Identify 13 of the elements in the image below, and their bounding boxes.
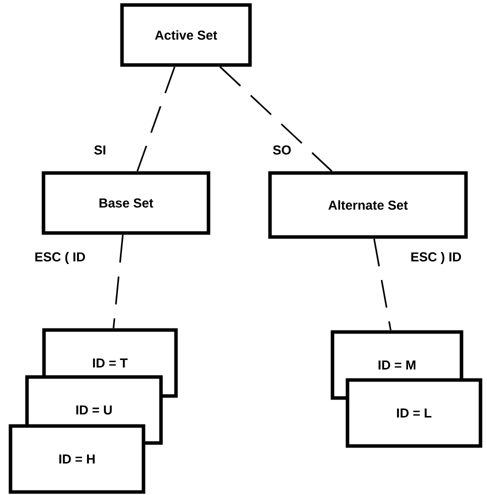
edge-label: SO [273, 145, 291, 155]
edge-label: SI [94, 145, 106, 155]
set-box: ID = L [346, 378, 482, 448]
connector-line [219, 66, 332, 172]
edge-label: ESC ) ID [411, 252, 461, 264]
set-box: Alternate Set [268, 171, 468, 239]
set-box: Active Set [120, 3, 252, 67]
set-box: ID = H [8, 424, 146, 494]
connector-line [373, 238, 392, 330]
edge-label: ESC ( ID [35, 252, 85, 264]
connector-line [112, 234, 124, 328]
set-box: Base Set [42, 171, 210, 235]
connector-line [136, 66, 176, 172]
